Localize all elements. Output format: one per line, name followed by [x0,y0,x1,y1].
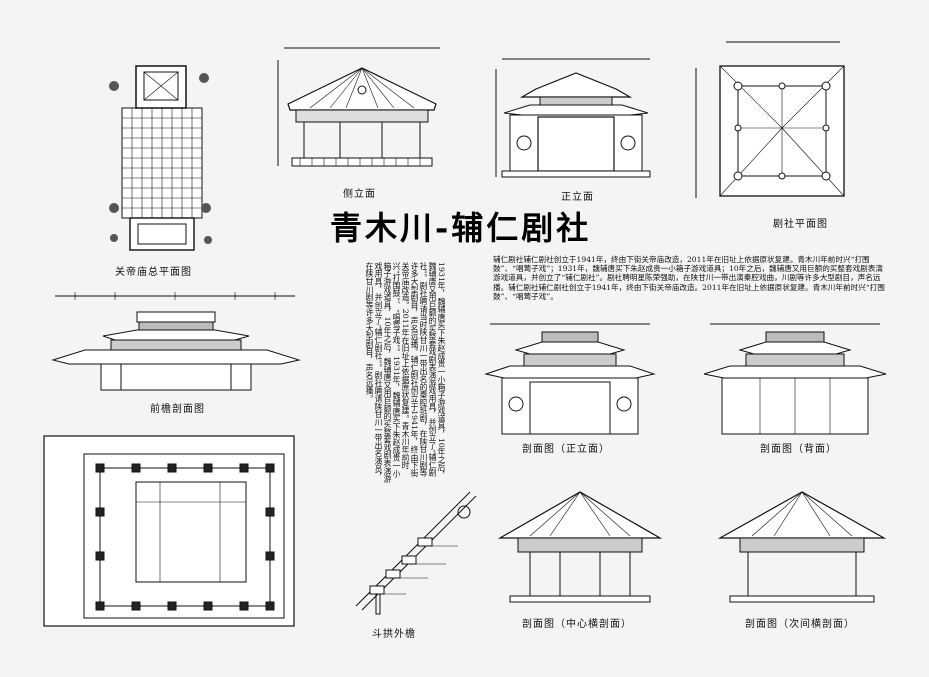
front-eave-section-drawing [45,290,305,400]
description-vertical-text: 1931年，魏辅唐买下朱赵成贵一小箱子游戏道具，10年之后，魏辅唐又用巨额的买整… [365,262,446,483]
side-elevation-drawing [270,40,450,180]
section-center-caption: 剖面图（中心横剖面） [522,619,632,630]
theatre-plan-caption: 剧社平面图 [773,219,828,230]
front-elevation-caption: 正立面 [561,192,594,203]
theatre-floor-plan-drawing [690,38,870,208]
section-bay-caption: 剖面图（次间横剖面） [745,619,855,630]
section-back-drawing [700,320,890,440]
section-front-drawing [480,320,660,440]
stage-floor-plan-drawing [40,432,300,632]
guandi-temple-site-plan-drawing [100,58,218,258]
bracket-detail-drawing [336,486,486,626]
side-elevation-caption: 侧立面 [343,189,376,200]
description-horizontal-text: 辅仁剧社辅仁剧社创立于1941年，终由下街关帝庙改造，2011年在旧址上依据原状… [493,255,885,301]
section-front-caption: 剖面图（正立面） [522,444,610,455]
bracket-detail-caption: 斗拱外檐 [372,629,416,640]
front-eave-section-caption: 前檐剖面图 [150,404,205,415]
front-elevation-drawing [490,55,660,185]
section-center-drawing [490,486,670,606]
section-bay-drawing [712,486,892,606]
page-title: 青木川-辅仁剧社 [330,209,592,247]
section-back-caption: 剖面图（背面） [760,444,837,455]
guandi-plan-caption: 关帝庙总平面图 [115,267,192,278]
